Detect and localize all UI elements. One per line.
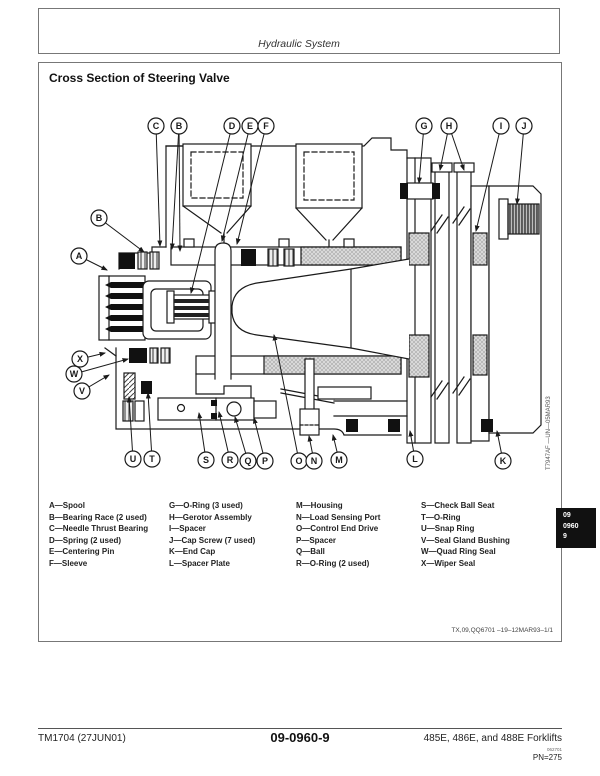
check-valve	[157, 397, 277, 421]
legend-item: L—Spacer Plate	[169, 558, 230, 568]
lower-seals	[104, 347, 171, 400]
callout-label-P: P	[262, 456, 268, 466]
callout-label-V: V	[79, 386, 85, 396]
legend-item: F—Sleeve	[49, 558, 88, 568]
running-header: Hydraulic System	[38, 8, 560, 54]
legend-item: U—Snap Ring	[421, 524, 475, 534]
valve-body	[98, 137, 542, 444]
callout-label-O: O	[295, 456, 302, 466]
legend-item: N—Load Sensing Port	[296, 512, 381, 522]
callout-label-F: F	[263, 121, 269, 131]
legend-item: C—Needle Thrust Bearing	[49, 524, 149, 534]
section-tab: 09 0960 9	[556, 508, 596, 548]
callout-label-I: I	[500, 121, 503, 131]
legend-item: A—Spool	[49, 501, 85, 510]
callout-label-L: L	[412, 454, 418, 464]
footer-rule	[38, 728, 562, 729]
steering-valve-diagram: C B D E F G H I J B A X W V U T S R Q P …	[65, 117, 542, 470]
port-funnel-right	[295, 143, 363, 248]
callout-label-H: H	[446, 121, 453, 131]
callout-label-X: X	[77, 354, 83, 364]
legend-item: P—Spacer	[296, 535, 337, 545]
legend-item: S—Check Ball Seat	[421, 501, 495, 510]
callout-label-G: G	[420, 121, 427, 131]
legend-item: I—Spacer	[169, 524, 206, 534]
legend-item: J—Cap Screw (7 used)	[169, 535, 256, 545]
callout-label-W: W	[70, 369, 79, 379]
legend-column-2: G—O-Ring (3 used) H—Gerotor Assembly I—S…	[169, 501, 255, 571]
legend-item: W—Quad Ring Seal	[421, 547, 496, 557]
section-tab-line: 0960	[563, 522, 579, 530]
footer-pn: PN=275	[532, 753, 562, 762]
callout-label-U: U	[130, 454, 137, 464]
callout-label-M: M	[335, 455, 343, 465]
section-tab-line: 09	[563, 512, 571, 519]
footer-date-code: 062701	[546, 747, 562, 752]
break-marks	[430, 206, 471, 400]
legend-item: E—Centering Pin	[49, 547, 115, 557]
legend-item: V—Seal Gland Bushing	[421, 535, 510, 545]
callout-label-N: N	[311, 456, 318, 466]
callout-label-B-left: B	[96, 213, 103, 223]
legend-item: D—Spring (2 used)	[49, 535, 122, 545]
section-tab-line: 9	[563, 533, 567, 540]
gerotor-plate-stack	[400, 157, 490, 444]
callout-label-E: E	[247, 121, 253, 131]
callout-label-J: J	[521, 121, 526, 131]
control-end-drive	[231, 258, 410, 360]
legend-item: G—O-Ring (3 used)	[169, 501, 243, 510]
figure-caption: TX,09,QQ6701 –19–12MAR93–1/1	[451, 627, 553, 634]
footer-models: 485E, 486E, and 488E Forklifts	[423, 733, 562, 744]
port-funnel-left	[182, 143, 252, 248]
end-cap	[488, 185, 542, 434]
legend-item: K—End Cap	[169, 547, 216, 557]
footer-page-number: 09-0960-9	[270, 730, 330, 745]
callout-balloons	[65, 117, 533, 470]
legend-item: Q—Ball	[296, 547, 325, 557]
legend-column-1: A—Spool B—Bearing Race (2 used) C—Needle…	[49, 501, 148, 571]
upper-seals	[118, 246, 295, 270]
callout-label-D: D	[229, 121, 236, 131]
housing-top-outline	[165, 137, 408, 248]
legend-column-3: M—Housing N—Load Sensing Port O—Control …	[296, 501, 380, 571]
callout-labels: C B D E F G H I J B A X W V U T S R Q P …	[70, 121, 527, 466]
figure-title: Cross Section of Steering Valve	[49, 71, 230, 85]
legend-item: M—Housing	[296, 501, 343, 510]
legend-item: B—Bearing Race (2 used)	[49, 512, 147, 522]
callout-label-A: A	[76, 251, 83, 261]
legend-item: R—O-Ring (2 used)	[296, 558, 370, 568]
legend-item: T—O-Ring	[421, 512, 461, 522]
image-id-vertical: T7947AF —UN—05MAR93	[546, 396, 552, 470]
callout-label-Q: Q	[244, 456, 251, 466]
centering-pin	[214, 242, 232, 380]
callout-label-T: T	[149, 454, 155, 464]
legend-item: H—Gerotor Assembly	[169, 512, 252, 522]
callout-label-B-top: B	[176, 121, 183, 131]
footer-manual-code: TM1704 (27JUN01)	[38, 733, 126, 744]
load-sensing-port	[299, 358, 320, 436]
legend-column-4: S—Check Ball Seat T—O-Ring U—Snap Ring V…	[421, 501, 510, 571]
running-header-text: Hydraulic System	[258, 38, 340, 50]
callout-label-R: R	[227, 455, 234, 465]
callout-label-K: K	[500, 456, 507, 466]
spring	[166, 290, 217, 324]
callout-label-C: C	[153, 121, 160, 131]
legend-item: O—Control End Drive	[296, 524, 379, 534]
legend-item: X—Wiper Seal	[421, 558, 476, 568]
figure-box: Cross Section of Steering Valve	[38, 62, 562, 642]
callout-label-S: S	[203, 455, 209, 465]
